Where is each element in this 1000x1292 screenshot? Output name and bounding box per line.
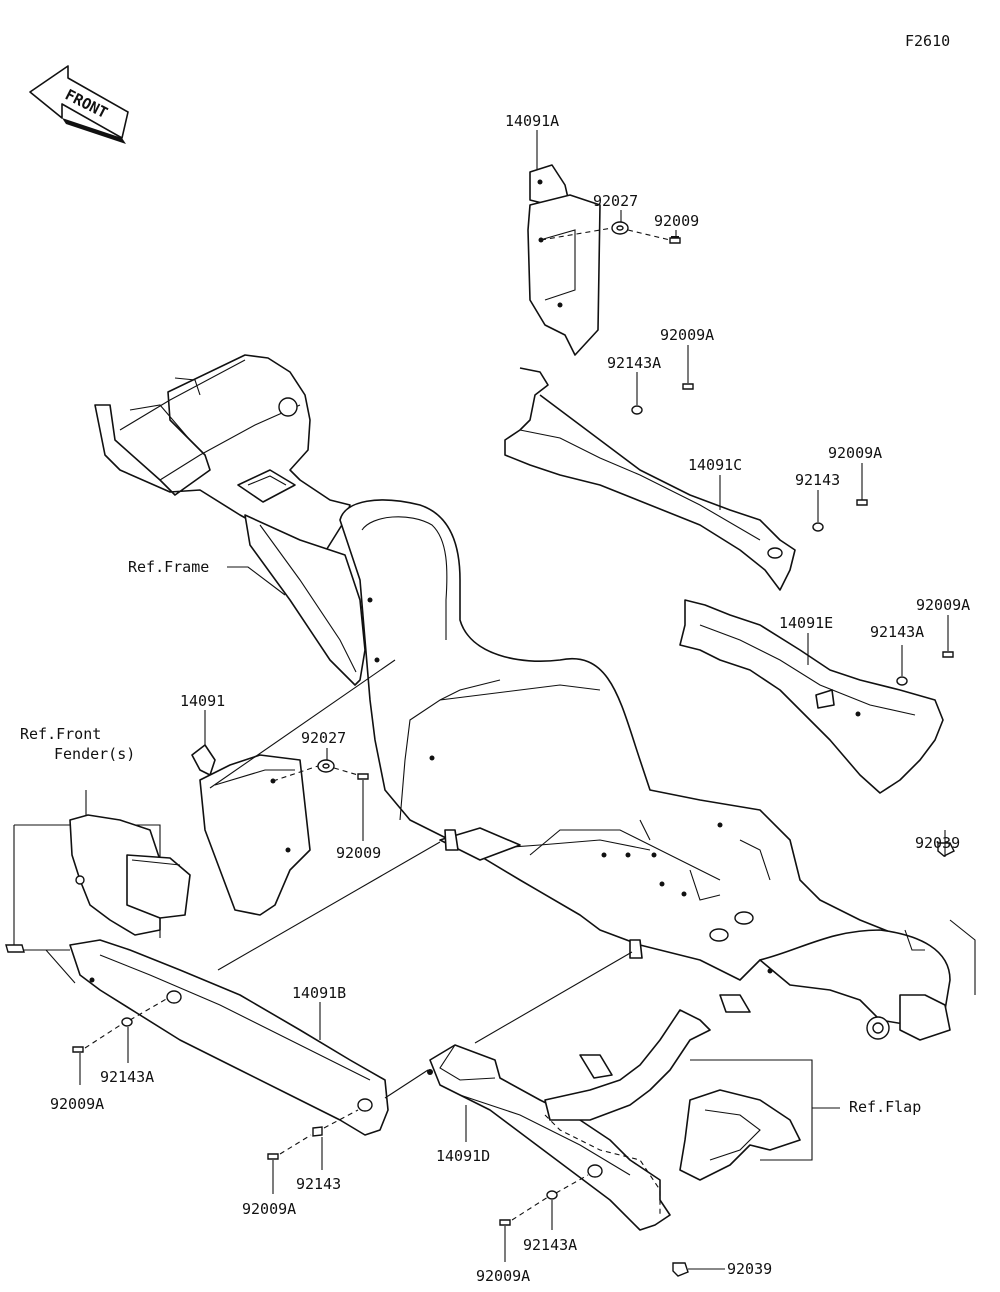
part-14091D — [427, 1044, 671, 1231]
hardware-92039-a — [937, 842, 955, 857]
label-ref-flap: Ref.Flap — [849, 1098, 921, 1116]
hardware-92143-b — [312, 1126, 323, 1137]
hardware-92143A-b — [896, 676, 908, 686]
part-14091 — [191, 744, 311, 916]
label-92027-mid: 92027 — [301, 729, 346, 747]
diagram-code: F2610 — [905, 32, 950, 50]
hardware-92009A-b — [856, 499, 868, 506]
label-14091B: 14091B — [292, 984, 346, 1002]
label-92143-b: 92143 — [296, 1175, 341, 1193]
label-14091C: 14091C — [688, 456, 742, 474]
part-14091A — [527, 164, 601, 356]
part-14091E — [679, 599, 944, 794]
hardware-92027-top — [611, 221, 629, 235]
label-92027-top: 92027 — [593, 192, 638, 210]
label-92143A-a: 92143A — [607, 354, 661, 372]
front-fender-reference — [13, 790, 191, 945]
label-ref-front-fender-line2: Fender(s) — [54, 745, 135, 763]
label-ref-front-fender-line1: Ref.Front — [20, 725, 101, 743]
hardware-92143A-a — [631, 405, 643, 415]
hardware-92039-b — [672, 1262, 689, 1277]
part-14091C — [504, 367, 796, 591]
part-14091B — [69, 939, 389, 1136]
label-92009A-b: 92009A — [828, 444, 882, 462]
label-92009A-d: 92009A — [50, 1095, 104, 1113]
frame-drawing — [94, 354, 976, 1041]
hardware-92143-a — [812, 522, 824, 532]
flap-reference — [544, 1009, 813, 1215]
label-14091A: 14091A — [505, 112, 559, 130]
hardware-92009A-f — [499, 1219, 511, 1226]
label-92039-b: 92039 — [727, 1260, 772, 1278]
label-92143A-c: 92143A — [100, 1068, 154, 1086]
hardware-92009-top — [669, 236, 681, 244]
hardware-92009A-e — [267, 1153, 279, 1160]
label-92009A-e: 92009A — [242, 1200, 296, 1218]
label-92009A-f: 92009A — [476, 1267, 530, 1285]
hardware-92143A-c — [121, 1017, 133, 1027]
label-92143-a: 92143 — [795, 471, 840, 489]
hardware-92009A-a — [682, 383, 694, 390]
label-ref-frame: Ref.Frame — [128, 558, 209, 576]
label-14091: 14091 — [180, 692, 225, 710]
label-14091E: 14091E — [779, 614, 833, 632]
hardware-92009-mid — [357, 773, 369, 780]
front-arrow-icon: FRONT — [29, 65, 129, 144]
hardware-92009A-c — [942, 651, 954, 658]
hardware-92143A-d — [546, 1190, 558, 1200]
hardware-92027-mid — [317, 759, 335, 773]
label-92143A-b: 92143A — [870, 623, 924, 641]
label-92009-mid: 92009 — [336, 844, 381, 862]
hardware-front-clip — [5, 944, 25, 953]
label-92009A-c: 92009A — [916, 596, 970, 614]
label-92039-a: 92039 — [915, 834, 960, 852]
label-14091D: 14091D — [436, 1147, 490, 1165]
label-92009A-a: 92009A — [660, 326, 714, 344]
label-92009-top: 92009 — [654, 212, 699, 230]
label-92143A-d: 92143A — [523, 1236, 577, 1254]
hardware-92009A-d — [72, 1046, 84, 1053]
